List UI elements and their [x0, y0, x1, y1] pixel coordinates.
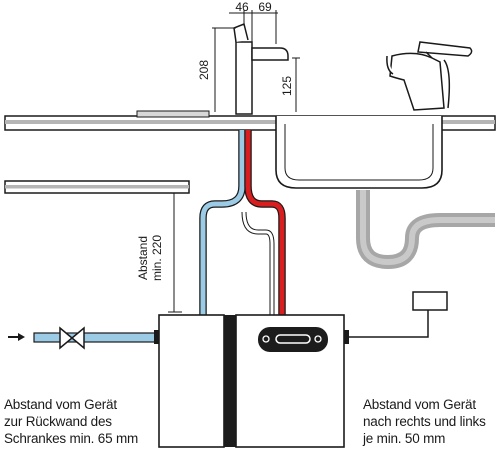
note-right-line-3: je min. 50 mm: [363, 431, 446, 446]
note-left-line-1: Abstand vom Gerät: [4, 397, 117, 412]
note-left-line-3: Schrankes min. 65 mm: [4, 431, 139, 446]
control-panel: [258, 327, 328, 352]
power-socket-icon: [412, 291, 448, 311]
drain-trap: [356, 190, 495, 270]
note-left-line-2: zur Rückwand des: [4, 414, 112, 429]
note-left: Abstand vom Gerät zur Rückwand des Schra…: [4, 396, 138, 447]
dimension-lines: [168, 10, 300, 313]
cabinet-shelf: [4, 180, 190, 194]
dimension-125: 125: [280, 76, 294, 96]
valve-icon: [59, 326, 85, 350]
sink-basin: [275, 116, 443, 189]
return-pipe-outline: [241, 211, 275, 316]
mixer-tap: [386, 41, 473, 111]
dimension-abstand-label: Abstand: [136, 236, 150, 280]
heater-unit: [154, 314, 349, 448]
arrow-right-icon: [8, 333, 25, 341]
dimension-208: 208: [197, 60, 211, 80]
inlet-line: [33, 332, 159, 343]
dimension-min-220: min. 220: [150, 235, 164, 281]
note-right-line-1: Abstand vom Gerät: [363, 397, 476, 412]
note-right: Abstand vom Gerät nach rechts und links …: [363, 396, 486, 447]
note-right-line-2: nach rechts und links: [363, 414, 486, 429]
dimension-46: 46: [235, 0, 249, 14]
dimension-69: 69: [258, 0, 272, 14]
faucet: [233, 22, 289, 115]
cold-water-pipe: [199, 130, 246, 316]
power-cable: [349, 308, 429, 338]
hot-water-pipe: [244, 130, 286, 316]
